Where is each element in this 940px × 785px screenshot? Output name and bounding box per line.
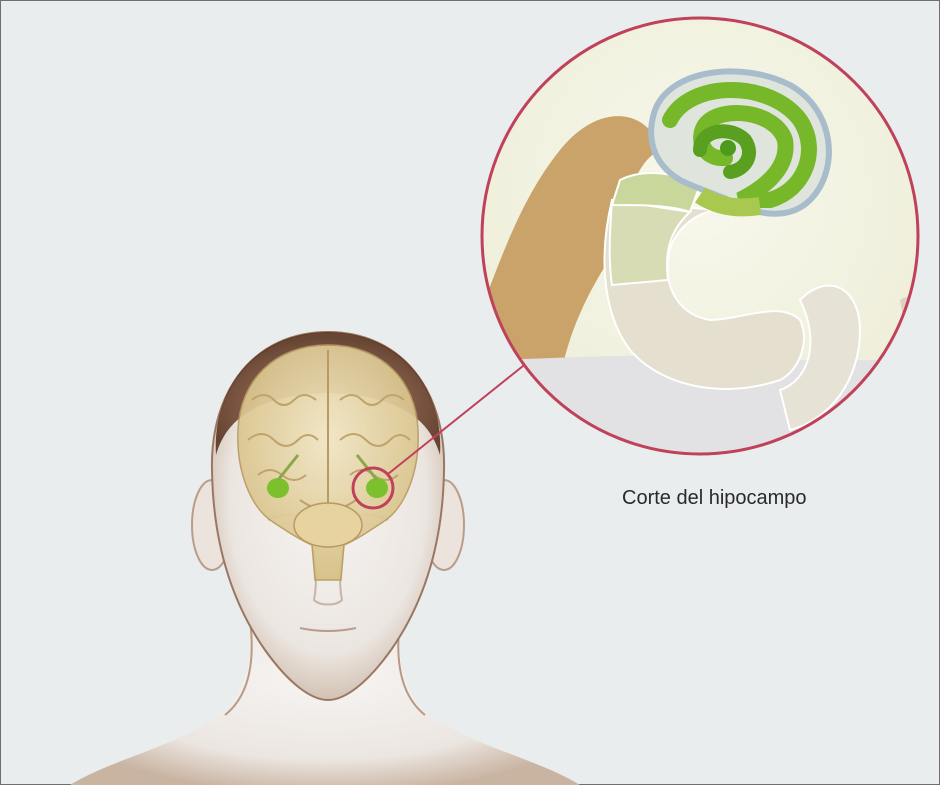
caption-label: Corte del hipocampo bbox=[622, 487, 807, 510]
